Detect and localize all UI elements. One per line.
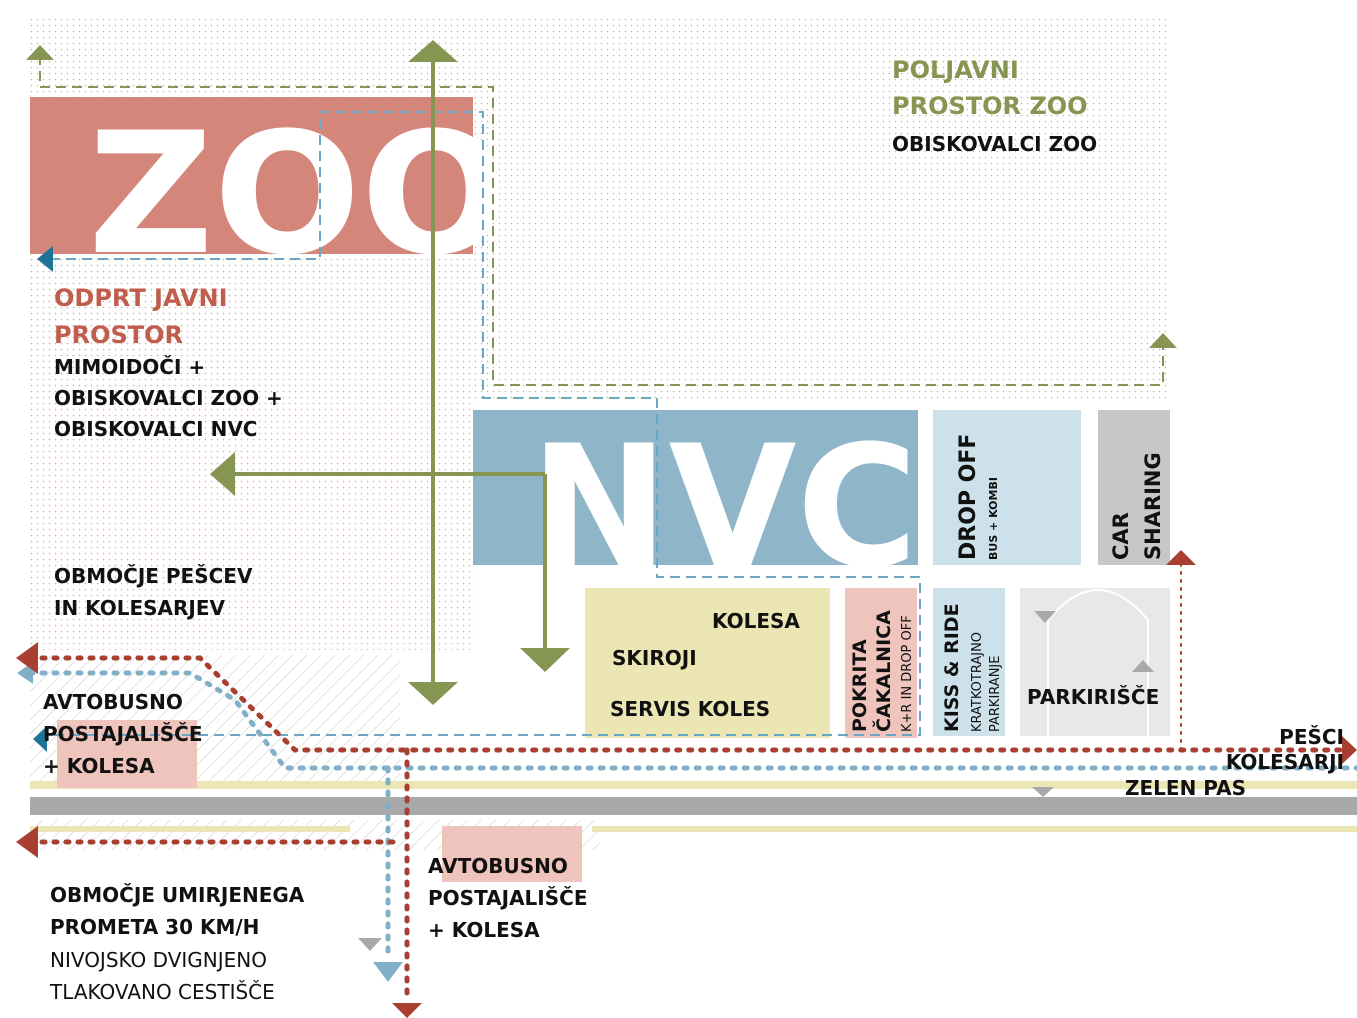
bikes-servis: SERVIS KOLES xyxy=(610,697,770,721)
drop-off-sub: BUS + KOMBI xyxy=(987,477,1000,560)
parking-arch xyxy=(1047,589,1149,736)
shelter-line2: ČAKALNICA xyxy=(871,610,895,732)
nvc-label: NVC xyxy=(530,409,918,605)
parking-label: PARKIRIŠČE xyxy=(1027,685,1159,709)
cyclist-route-blue xyxy=(27,670,1357,771)
olive-arrow-down-bikes-icon xyxy=(520,648,570,672)
bus-stop-left-box xyxy=(57,720,197,788)
legend-pedestrians: PEŠCI xyxy=(1279,725,1344,749)
legend-cyclists: KOLESARJI xyxy=(1226,750,1344,774)
bus-stop-mid-box xyxy=(442,826,582,882)
bus-stop-left-line-2: POSTAJALIŠČE xyxy=(43,722,202,746)
legend-green-strip: ZELEN PAS xyxy=(1125,776,1246,800)
field-space-subtitle: OBISKOVALCI ZOO xyxy=(892,132,1097,156)
open-space-line-3: OBISKOVALCI NVC xyxy=(54,417,257,441)
olive-arrow-left-icon xyxy=(210,452,235,496)
pedestrian-arrow-right-icon xyxy=(1342,736,1357,764)
parking-down-triangle-icon xyxy=(1034,611,1056,623)
parking-up-triangle-icon xyxy=(1132,660,1154,672)
ped-zone-dotted-area xyxy=(30,400,475,640)
car-sharing-line2: SHARING xyxy=(1141,452,1165,560)
ped-zone-line-2: IN KOLESARJEV xyxy=(54,596,226,620)
kiss-ride-sub1: KRATKOTRAJNO xyxy=(970,632,985,732)
traffic-zone-line-2: PROMETA 30 KM/H xyxy=(50,915,259,939)
bus-stop-left-line-3: + KOLESA xyxy=(43,754,155,778)
olive-arrow-up-left-icon xyxy=(26,45,54,60)
blue-arrow-left-bus-icon xyxy=(33,726,47,752)
zoo-label: ZOO xyxy=(88,96,508,292)
shelter-sub: K+R IN DROP OFF xyxy=(900,615,915,732)
road-strip-yellow-bottom-left xyxy=(30,826,350,832)
open-space-line-1: MIMOIDOČI + xyxy=(54,355,205,379)
car-sharing-line1: CAR xyxy=(1109,512,1133,560)
pedestrian-arrow-up-parking-icon xyxy=(1166,550,1196,565)
road-strip-yellow-top xyxy=(30,781,1357,789)
traffic-zone-line-1: OBMOČJE UMIRJENEGA xyxy=(50,883,305,907)
traffic-zone-line-3: NIVOJSKO DVIGNJENO xyxy=(50,948,267,972)
road-down-triangle-icon xyxy=(1032,787,1054,797)
bus-stop-mid-line-2: POSTAJALIŠČE xyxy=(428,886,587,910)
olive-dashed-route-left xyxy=(39,55,1164,386)
zoo-block xyxy=(30,97,473,254)
pedestrian-arrow-down-icon xyxy=(392,1003,422,1018)
shelter-box xyxy=(845,588,917,738)
nvc-block xyxy=(473,410,918,565)
bikes-skiroji: SKIROJI xyxy=(612,646,697,670)
cyclist-arrow-left-icon xyxy=(17,662,33,684)
bus-stop-mid-line-3: + KOLESA xyxy=(428,918,540,942)
field-space-title-1: POLJAVNI xyxy=(892,56,1019,84)
pedestrian-arrow-left-lower-icon xyxy=(16,826,38,858)
grey-arrow-down-icon xyxy=(358,938,382,951)
olive-arrow-up-right-icon xyxy=(1149,333,1177,348)
kiss-ride-title: KISS & RIDE xyxy=(941,603,963,732)
shelter-line1: POKRITA xyxy=(849,639,871,732)
kiss-ride-box xyxy=(933,588,1005,736)
bikes-box xyxy=(585,588,830,738)
ped-zone-line-1: OBMOČJE PEŠCEV xyxy=(54,564,253,588)
field-space-title-2: PROSTOR ZOO xyxy=(892,92,1088,120)
bus-stop-mid-line-1: AVTOBUSNO xyxy=(428,854,568,878)
olive-arrow-down-icon xyxy=(408,682,458,705)
road-strip-yellow-bottom-right xyxy=(592,826,1357,832)
blue-dashed-route-zoo xyxy=(40,111,921,736)
open-space-title-1: ODPRT JAVNI xyxy=(54,284,228,312)
olive-arrow-up-icon xyxy=(408,40,458,62)
bus-stop-left-line-1: AVTOBUSNO xyxy=(43,690,183,714)
road-strip-grey xyxy=(30,797,1357,815)
car-sharing-box xyxy=(1098,410,1170,565)
pedestrian-route-red xyxy=(27,655,1357,753)
bikes-kolesa: KOLESA xyxy=(712,609,800,633)
open-space-title-2: PROSTOR xyxy=(54,321,183,349)
blue-arrow-left-zoo-icon xyxy=(37,246,53,272)
pedestrian-arrow-left-top-icon xyxy=(16,642,38,674)
cyclist-arrow-down-icon xyxy=(373,962,403,982)
traffic-zone-line-4: TLAKOVANO CESTIŠČE xyxy=(49,980,275,1004)
drop-off-title: DROP OFF xyxy=(956,434,981,560)
kiss-ride-sub2: PARKIRANJE xyxy=(988,656,1003,732)
open-space-line-2: OBISKOVALCI ZOO + xyxy=(54,386,283,410)
drop-off-box xyxy=(933,410,1081,565)
